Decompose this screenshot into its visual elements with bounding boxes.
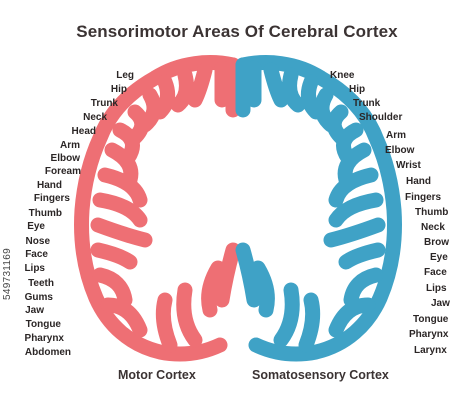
- motor-label-nose: Nose: [25, 236, 50, 247]
- sensory-label-jaw: Jaw: [431, 298, 450, 309]
- motor-label-leg: Leg: [116, 70, 134, 81]
- motor-label-elbow: Elbow: [50, 153, 80, 164]
- sensory-label-arm: Arm: [386, 130, 407, 141]
- sensory-label-brow: Brow: [424, 237, 449, 248]
- sensory-label-eye: Eye: [430, 252, 448, 263]
- motor-label-hip: Hip: [110, 84, 127, 95]
- somatosensory-cortex-outline: [235, 55, 402, 362]
- sensory-label-shoulder: Shoulder: [359, 112, 403, 123]
- motor-label-eye: Eye: [27, 221, 45, 232]
- sensory-label-hand: Hand: [406, 176, 431, 187]
- sensory-label-hip: Hip: [349, 84, 366, 95]
- motor-label-thumb: Thumb: [28, 208, 62, 219]
- sensory-label-wrist: Wrist: [396, 160, 421, 171]
- sensory-label-lips: Lips: [426, 283, 447, 294]
- motor-cortex-caption: Motor Cortex: [118, 368, 196, 382]
- motor-label-neck: Neck: [83, 112, 107, 123]
- motor-label-fingers: Fingers: [33, 193, 70, 204]
- motor-cortex-outline: [74, 55, 241, 362]
- sensory-label-elbow: Elbow: [385, 145, 415, 156]
- motor-label-hand: Hand: [37, 180, 62, 191]
- diagram-title: Sensorimotor Areas Of Cerebral Cortex: [76, 22, 398, 41]
- motor-label-lips: Lips: [24, 263, 45, 274]
- somatosensory-cortex-caption: Somatosensory Cortex: [252, 368, 389, 382]
- sensory-label-pharynx: Pharynx: [409, 329, 449, 340]
- motor-label-teeth: Teeth: [28, 278, 54, 289]
- sensory-label-trunk: Trunk: [353, 98, 381, 109]
- motor-label-head: Head: [71, 126, 96, 137]
- motor-label-trunk: Trunk: [90, 98, 118, 109]
- sensory-label-thumb: Thumb: [415, 207, 449, 218]
- motor-label-tongue: Tongue: [25, 319, 61, 330]
- sensory-label-face: Face: [424, 267, 447, 278]
- motor-label-pharynx: Pharynx: [24, 333, 64, 344]
- stock-watermark-id: 549731169: [2, 247, 13, 300]
- motor-label-arm: Arm: [59, 140, 80, 151]
- motor-label-face: Face: [25, 249, 48, 260]
- sensory-label-larynx: Larynx: [414, 345, 447, 356]
- motor-label-forearm: Foream: [44, 166, 81, 177]
- motor-label-abdomen: Abdomen: [24, 347, 71, 358]
- motor-label-jaw: Jaw: [25, 305, 44, 316]
- sensory-label-fingers: Fingers: [405, 192, 442, 203]
- sensory-label-neck: Neck: [421, 222, 445, 233]
- motor-label-gums: Gums: [24, 292, 53, 303]
- sensory-label-tongue: Tongue: [413, 314, 449, 325]
- sensory-label-knee: Knee: [330, 70, 355, 81]
